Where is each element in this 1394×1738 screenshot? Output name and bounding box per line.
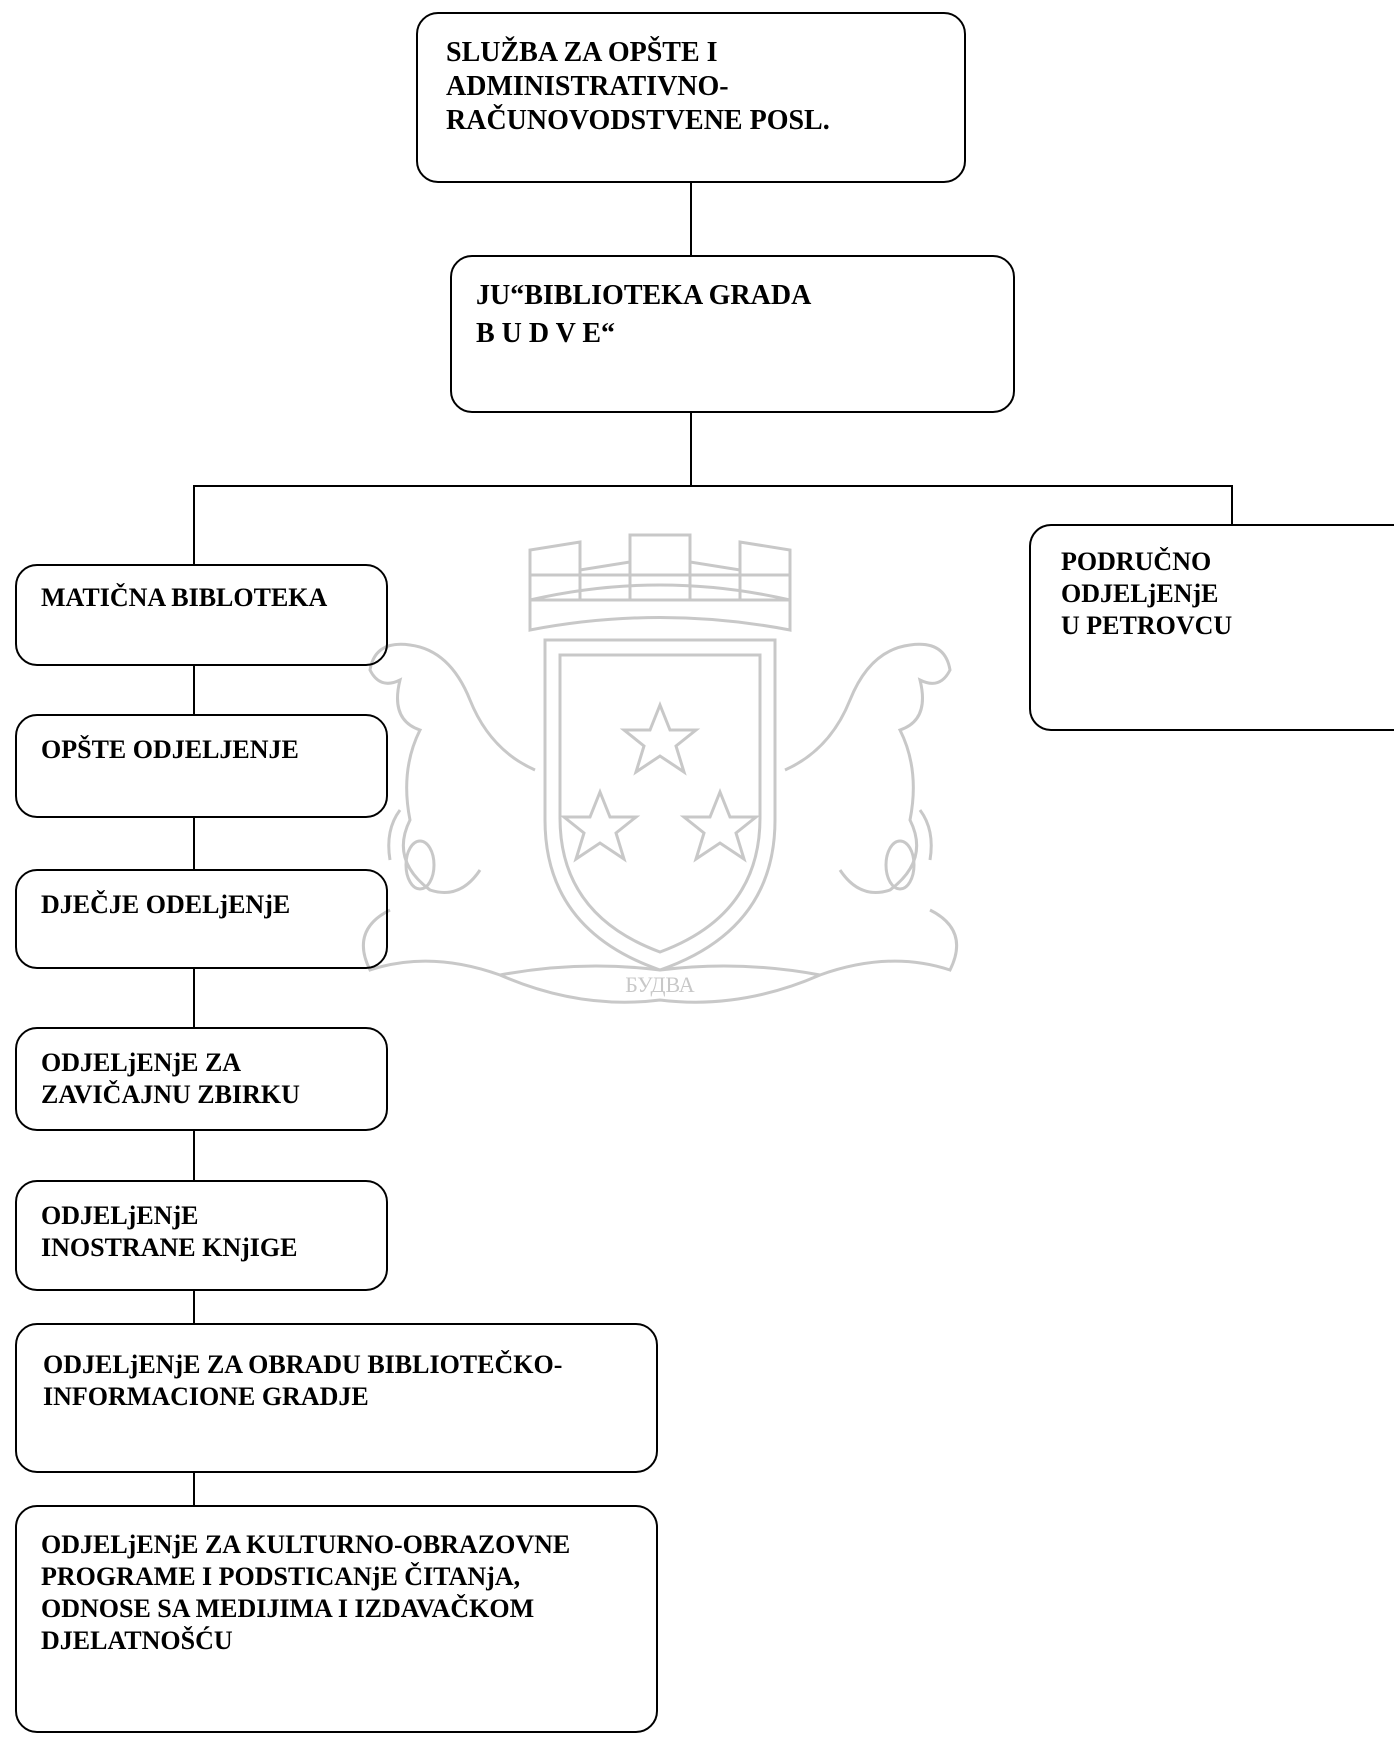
box-kulturno-obrazovne: ODJELjENjE ZA KULTURNO-OBRAZOVNE PROGRAM…	[15, 1505, 658, 1733]
connector-zavicajna-inostrane	[193, 1130, 195, 1180]
box-opste-odjeljenje: OPŠTE ODJELJENJE	[15, 714, 388, 818]
connector-inostrane-obrada	[193, 1290, 195, 1324]
watermark-text: БУДВА	[625, 972, 695, 997]
connector-biblioteka-trunk	[690, 412, 692, 486]
connector-opste-djecje	[193, 817, 195, 870]
connector-djecje-zavicajna	[193, 968, 195, 1028]
budva-coat-of-arms-icon: БУДВА	[361, 533, 959, 1004]
box-obrada-gradje: ODJELjENjE ZA OBRADU BIBLIOTEČKO- INFORM…	[15, 1323, 658, 1473]
box-zavicajna-zbirka: ODJELjENjE ZA ZAVIČAJNU ZBIRKU	[15, 1027, 388, 1131]
box-biblioteka: JU“BIBLIOTEKA GRADA B U D V E“	[450, 255, 1015, 413]
connector-obrada-kulturno	[193, 1472, 195, 1506]
box-djecje-odjeljenje: DJEČJE ODELjENjE	[15, 869, 388, 969]
box-sluzba: SLUŽBA ZA OPŠTE I ADMINISTRATIVNO- RAČUN…	[416, 12, 966, 183]
connector-to-petrovac	[1231, 485, 1233, 525]
connector-horizontal-branch	[193, 485, 1233, 487]
box-maticna-biblioteka: MATIČNA BIBLOTEKA	[15, 564, 388, 666]
connector-to-maticna	[193, 485, 195, 565]
connector-sluzba-biblioteka	[690, 182, 692, 256]
connector-maticna-opste	[193, 665, 195, 715]
box-podrucno-petrovac: PODRUČNO ODJELjENjE U PETROVCU	[1029, 524, 1394, 731]
box-inostrane-knjige: ODJELjENjE INOSTRANE KNjIGE	[15, 1180, 388, 1291]
